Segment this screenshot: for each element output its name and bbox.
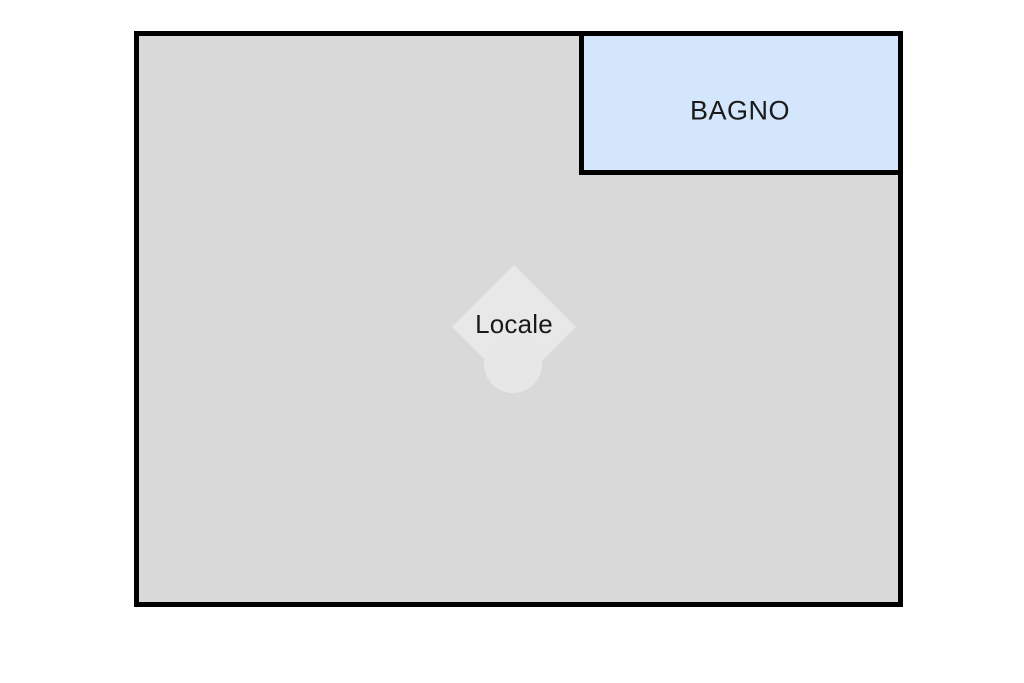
wall-outer-perimeter	[134, 31, 903, 607]
room-label-locale: Locale	[475, 309, 553, 339]
watermark-diamond-icon	[452, 265, 576, 389]
wall-bagno-partition	[579, 33, 901, 175]
location-pin-watermark	[452, 265, 576, 393]
room-bagno-fill	[584, 36, 898, 170]
room-label-bagno: BAGNO	[689, 95, 791, 126]
watermark-circle-icon	[484, 335, 542, 393]
